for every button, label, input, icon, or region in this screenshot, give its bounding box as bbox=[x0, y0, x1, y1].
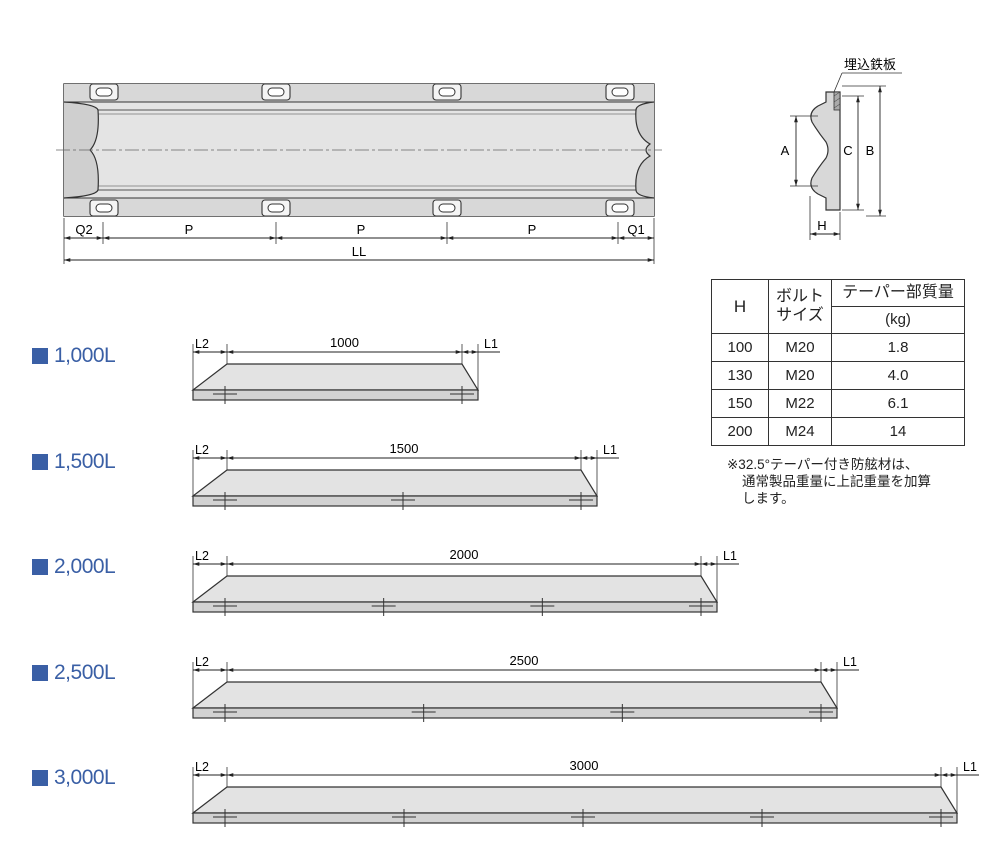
table-row: 130 M20 4.0 bbox=[711, 361, 965, 390]
bolt-slot-icon bbox=[89, 83, 119, 101]
bolt-mark-icon bbox=[371, 598, 396, 616]
bolt-mark-icon bbox=[689, 598, 713, 616]
fender-side-base bbox=[192, 495, 598, 507]
bolt-mark-icon bbox=[392, 809, 416, 827]
dim-l2: L2 bbox=[195, 337, 209, 351]
bolt-mark-icon bbox=[571, 809, 595, 827]
top-view: Q2 P P P Q1 LL bbox=[56, 83, 662, 264]
fender-side-base bbox=[192, 812, 958, 824]
square-bullet-icon bbox=[32, 454, 48, 470]
bolt-slot-icon bbox=[89, 199, 119, 217]
bolt-mark-icon bbox=[750, 809, 774, 827]
bolt-slot-icon bbox=[261, 199, 291, 217]
variant-label-1500: 1,500L bbox=[32, 450, 116, 474]
bolt-mark-icon bbox=[929, 809, 953, 827]
dim-c: C bbox=[843, 143, 852, 158]
fender-side-base bbox=[192, 601, 718, 613]
bolt-mark-icon bbox=[530, 598, 555, 616]
variant-side-view: L2 2000 L1 bbox=[191, 547, 739, 616]
dim-l2: L2 bbox=[195, 655, 209, 669]
square-bullet-icon bbox=[32, 665, 48, 681]
bolt-slot-icon bbox=[605, 199, 635, 217]
dim-length: 2000 bbox=[450, 547, 479, 562]
fender-side-body bbox=[191, 786, 959, 814]
weight-note: ※32.5°テーパー付き防舷材は、 通常製品重量に上記重量を加算 します。 bbox=[727, 457, 931, 506]
dim-length: 2500 bbox=[510, 653, 539, 668]
bolt-mark-icon bbox=[213, 386, 237, 404]
dim-l1: L1 bbox=[603, 443, 617, 457]
fender-side-body bbox=[191, 575, 719, 603]
bolt-mark-icon bbox=[411, 704, 436, 722]
fender-side-base bbox=[192, 707, 838, 719]
fender-side-body bbox=[191, 363, 480, 391]
bolt-mark-icon bbox=[809, 704, 833, 722]
dim-length: 1000 bbox=[330, 335, 359, 350]
bolt-slot-icon bbox=[432, 199, 462, 217]
bolt-mark-icon bbox=[450, 386, 474, 404]
dim-p-1: P bbox=[185, 222, 194, 237]
table-row: 150 M22 6.1 bbox=[711, 389, 965, 418]
square-bullet-icon bbox=[32, 348, 48, 364]
section-view: 埋込鉄板 A C B H bbox=[781, 57, 902, 240]
variant-side-view: L2 3000 L1 bbox=[191, 758, 979, 827]
dim-l1: L1 bbox=[963, 760, 977, 774]
bolt-mark-icon bbox=[569, 492, 593, 510]
bolt-mark-icon bbox=[213, 809, 237, 827]
table-row: 200 M24 14 bbox=[711, 417, 965, 446]
dim-ll: LL bbox=[352, 244, 366, 259]
table-header-unit: (kg) bbox=[831, 306, 965, 334]
dim-length: 3000 bbox=[570, 758, 599, 773]
dim-l2: L2 bbox=[195, 760, 209, 774]
table-header-weight: テーパー部質量 bbox=[831, 279, 965, 307]
dim-l2: L2 bbox=[195, 549, 209, 563]
table-header-h: H bbox=[711, 279, 769, 334]
bolt-mark-icon bbox=[391, 492, 415, 510]
variant-side-view: L2 2500 L1 bbox=[191, 653, 859, 722]
fender-side-body bbox=[191, 469, 599, 497]
dim-p-3: P bbox=[528, 222, 537, 237]
bolt-mark-icon bbox=[213, 492, 237, 510]
bolt-slot-icon bbox=[432, 83, 462, 101]
table-header-bolt: ボルトサイズ bbox=[768, 279, 832, 334]
square-bullet-icon bbox=[32, 559, 48, 575]
dim-a: A bbox=[781, 143, 790, 158]
dim-l1: L1 bbox=[484, 337, 498, 351]
variant-label-3000: 3,000L bbox=[32, 766, 116, 790]
bolt-mark-icon bbox=[610, 704, 635, 722]
dim-l1: L1 bbox=[843, 655, 857, 669]
dim-b: B bbox=[866, 143, 875, 158]
fender-side-body bbox=[191, 681, 839, 709]
dim-q1: Q1 bbox=[627, 222, 644, 237]
variant-label-2500: 2,500L bbox=[32, 661, 116, 685]
table-row: 100 M20 1.8 bbox=[711, 333, 965, 362]
bolt-slot-icon bbox=[605, 83, 635, 101]
embedded-plate-label: 埋込鉄板 bbox=[844, 57, 896, 72]
variant-side-view: L2 1000 L1 bbox=[191, 335, 500, 404]
dim-length: 1500 bbox=[390, 441, 419, 456]
dim-l2: L2 bbox=[195, 443, 209, 457]
square-bullet-icon bbox=[32, 770, 48, 786]
dim-p-2: P bbox=[357, 222, 366, 237]
bolt-slot-icon bbox=[261, 83, 291, 101]
taper-weight-table: H ボルトサイズ テーパー部質量 (kg) 100 M20 1.8 130 M2… bbox=[711, 279, 965, 446]
fender-side-base bbox=[192, 389, 479, 401]
dim-q2: Q2 bbox=[75, 222, 92, 237]
fender-section-profile bbox=[810, 91, 841, 211]
bolt-mark-icon bbox=[213, 704, 237, 722]
dim-l1: L1 bbox=[723, 549, 737, 563]
variant-label-1000: 1,000L bbox=[32, 344, 116, 368]
variant-side-view: L2 1500 L1 bbox=[191, 441, 619, 510]
dim-h: H bbox=[817, 218, 826, 233]
variant-label-2000: 2,000L bbox=[32, 555, 116, 579]
bolt-mark-icon bbox=[213, 598, 237, 616]
